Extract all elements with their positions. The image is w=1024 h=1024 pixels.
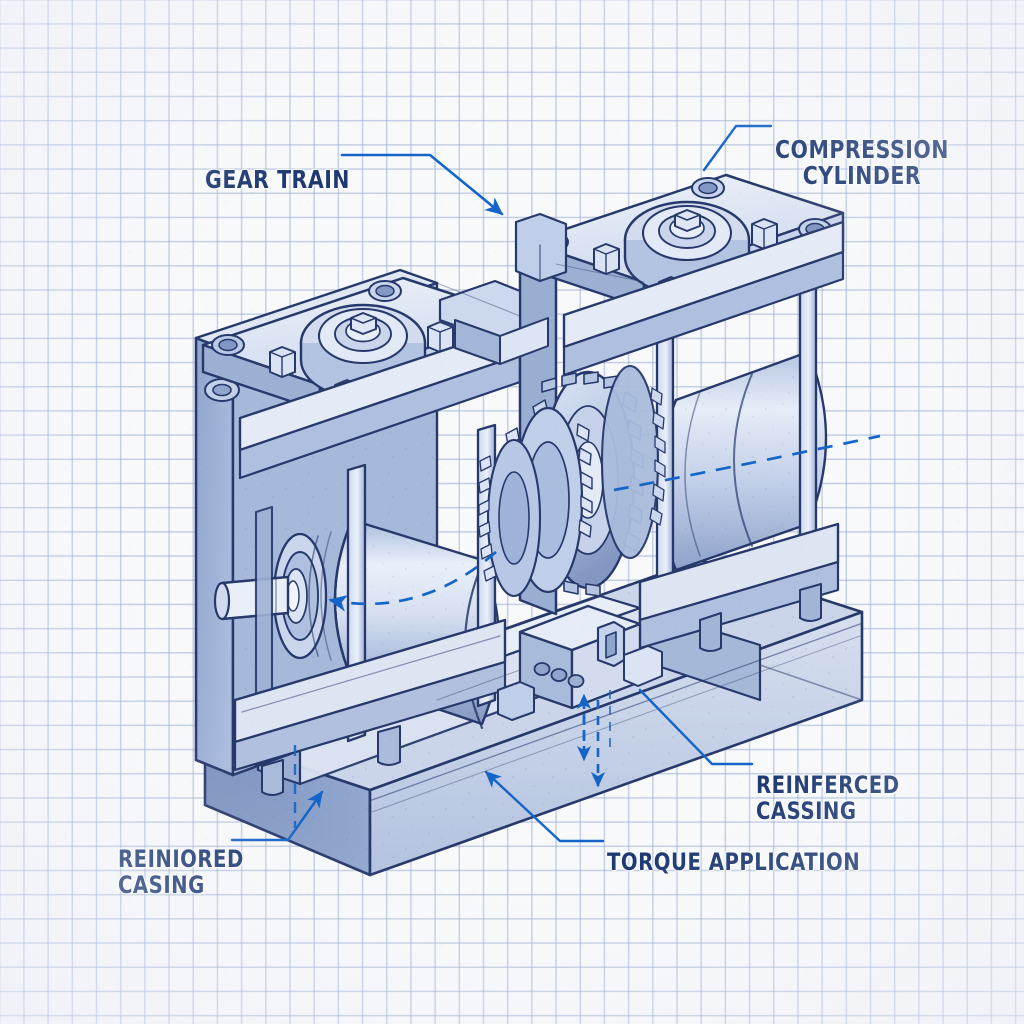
- leader-gear-train: [340, 153, 504, 216]
- leader-reiniored-casing: [230, 790, 324, 842]
- leader-compression-cylinder: [702, 124, 773, 172]
- leader-torque-application: [484, 770, 605, 843]
- leader-reinferced-cassing: [638, 688, 754, 766]
- centerline-right: [613, 434, 881, 492]
- centerline-left-arrow: [328, 550, 497, 612]
- torque-direction-arrows: [576, 690, 611, 788]
